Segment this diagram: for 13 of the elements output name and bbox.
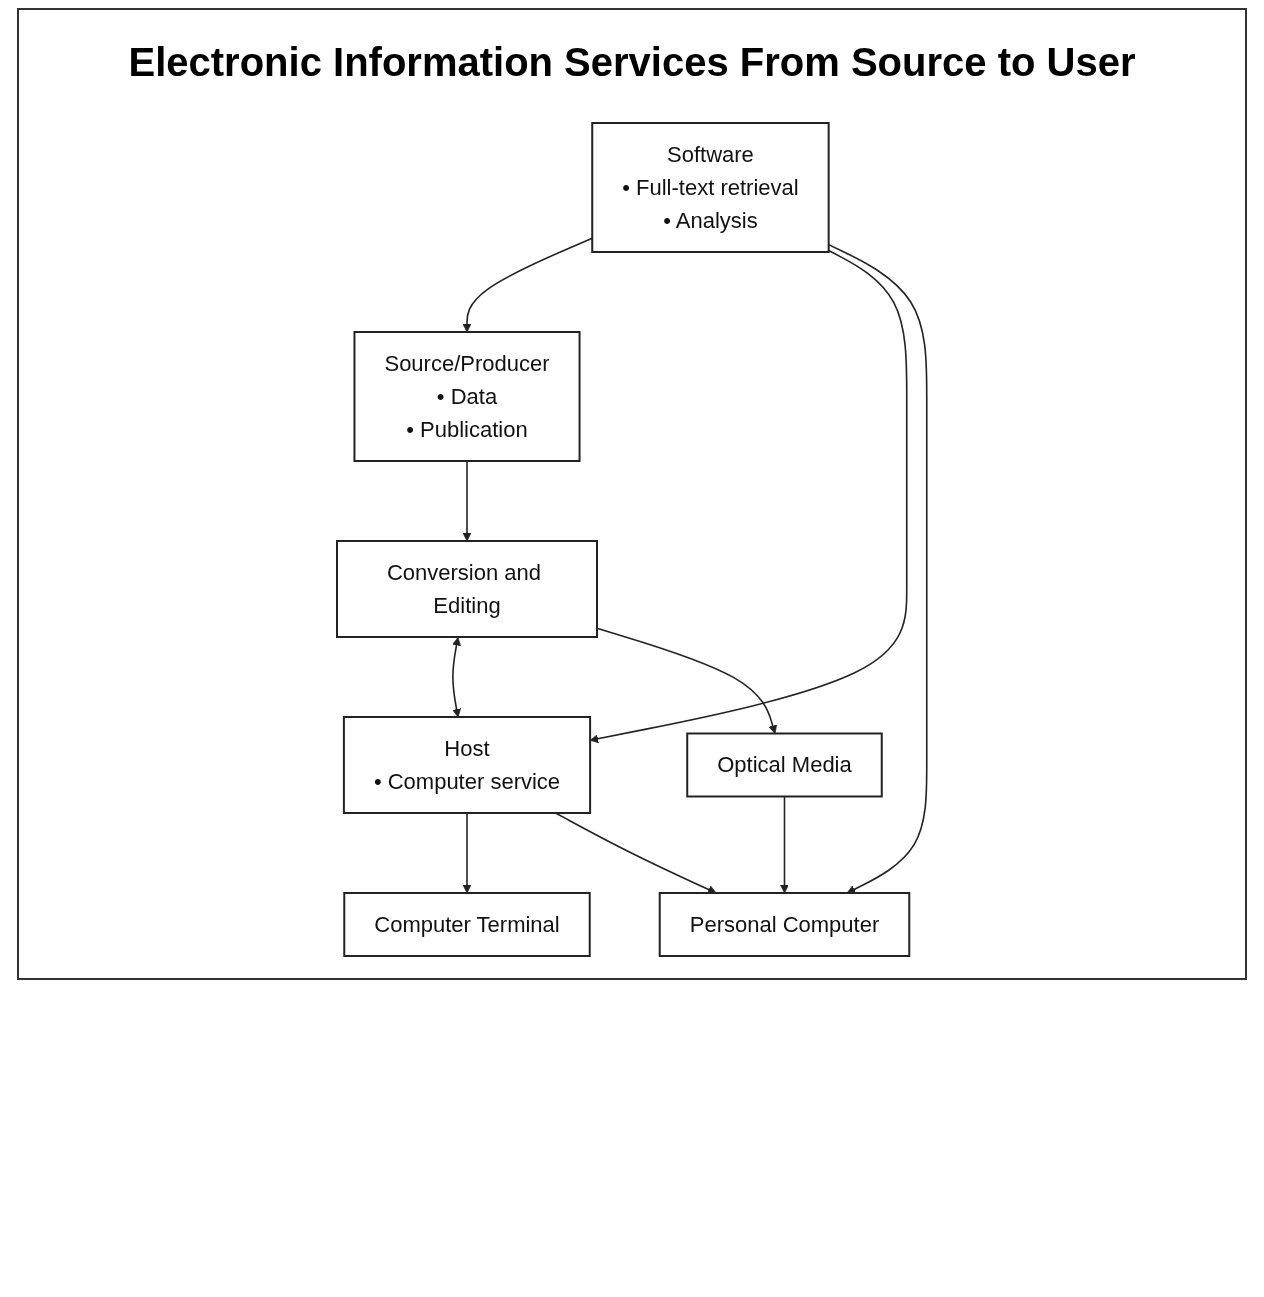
node-box: Computer Terminal	[343, 892, 591, 957]
node-box: Host • Computer service	[343, 716, 592, 814]
node-box: Software • Full-text retrieval • Analysis	[591, 122, 830, 253]
node-box: Source/Producer • Data • Publication	[353, 331, 581, 462]
arrow	[462, 812, 472, 894]
arrow	[462, 460, 472, 542]
arrow	[780, 795, 789, 894]
node-box: Optical Media	[686, 732, 883, 798]
diagram-title: Electronic Information Services From Source to User	[127, 40, 1137, 85]
arrow	[554, 812, 717, 894]
node-box: Conversion and Editing	[336, 540, 599, 638]
arrow	[452, 637, 462, 718]
node-box: Personal Computer	[658, 892, 911, 957]
